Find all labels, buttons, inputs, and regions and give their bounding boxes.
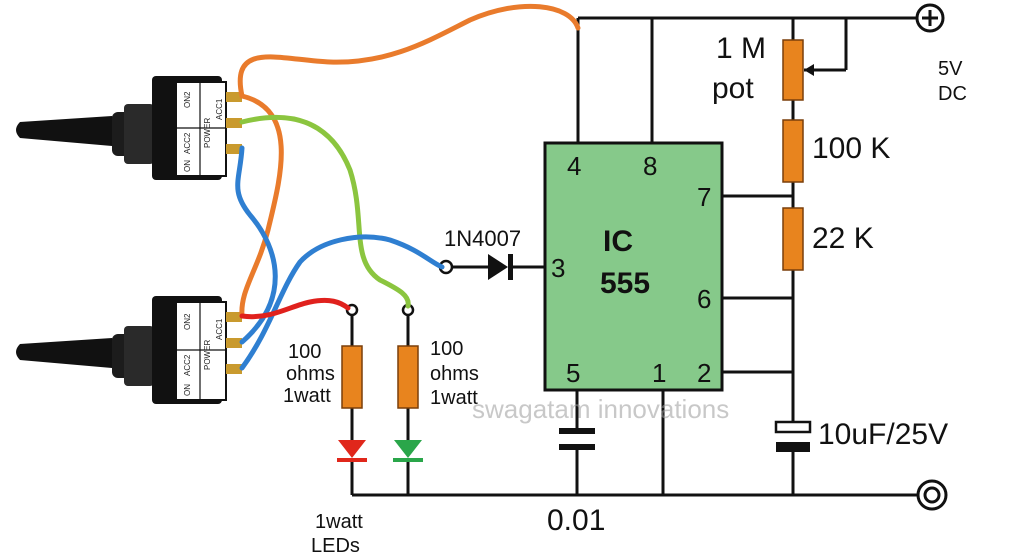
control-capacitor: [559, 428, 595, 450]
pot-wiper-arrow: [804, 64, 814, 76]
resistor-led2: [397, 345, 419, 409]
red-wire: [239, 297, 351, 320]
cap-control-label: 0.01: [547, 504, 605, 537]
toggle-switch-bottom[interactable]: [16, 296, 242, 404]
red-led: [337, 440, 367, 462]
supply-type-label: DC: [938, 83, 967, 105]
orange-wire-supply: [237, 3, 581, 99]
resistor-22k: [782, 207, 804, 271]
ic-number: 555: [600, 267, 650, 300]
pin-4-label: 4: [567, 151, 581, 181]
svg-text:ACC2: ACC2: [183, 354, 192, 376]
toggle-switch-bottom-markings: ON ACC2 POWER ACC1 ON2: [183, 313, 224, 396]
svg-text:POWER: POWER: [203, 118, 212, 148]
pot-1m: [782, 39, 804, 101]
leds-label-line1: 1watt: [315, 511, 363, 533]
r-led1-power: 1watt: [283, 385, 331, 407]
green-wire: [239, 114, 411, 309]
toggle-switch-top[interactable]: [16, 76, 242, 180]
pin-6-label: 6: [697, 284, 711, 314]
svg-text:ON2: ON2: [183, 313, 192, 330]
pot-word-label: pot: [712, 72, 754, 105]
blue-wire-switch-link: [235, 145, 278, 345]
resistor-led1: [341, 345, 363, 409]
pin-2-label: 2: [697, 358, 711, 388]
ic-555-body: [543, 141, 724, 392]
r-led1-value: 100: [288, 341, 321, 363]
diode-label: 1N4007: [444, 226, 521, 251]
pin-3-label: 3: [551, 253, 565, 283]
watermark: swagatam innovations: [472, 394, 729, 424]
r-led2-power: 1watt: [430, 387, 478, 409]
r-led2-value: 100: [430, 338, 463, 360]
circuit-wires: [350, 16, 918, 497]
resistor-100k: [782, 119, 804, 183]
diode-1n4007: [488, 254, 513, 280]
ic-label: IC: [603, 225, 633, 258]
supply-voltage-label: 5V: [938, 58, 963, 80]
r-led1-unit: ohms: [286, 363, 335, 385]
svg-text:ACC1: ACC1: [215, 98, 224, 120]
r-led2-unit: ohms: [430, 363, 479, 385]
cap-timing-label: 10uF/25V: [818, 418, 948, 451]
pin-1-label: 1: [652, 358, 666, 388]
ground-terminal: [916, 479, 948, 511]
r22k-label: 22 K: [812, 222, 874, 255]
toggle-switch-top-markings: ON ACC2 POWER ACC1 ON2: [183, 91, 224, 172]
pin-7-label: 7: [697, 182, 711, 212]
svg-text:ON: ON: [183, 384, 192, 396]
positive-terminal: [915, 3, 945, 33]
svg-text:ACC2: ACC2: [183, 132, 192, 154]
timing-capacitor: [774, 420, 812, 452]
pin-8-label: 8: [643, 151, 657, 181]
blue-wire-diode: [239, 234, 445, 371]
leds-label-line2: LEDs: [311, 535, 360, 557]
svg-text:ON: ON: [183, 160, 192, 172]
svg-text:POWER: POWER: [203, 340, 212, 370]
green-led: [393, 440, 423, 462]
pin-5-label: 5: [566, 358, 580, 388]
svg-text:ON2: ON2: [183, 91, 192, 108]
r100k-label: 100 K: [812, 132, 890, 165]
svg-text:ACC1: ACC1: [215, 318, 224, 340]
pot-value-label: 1 M: [716, 32, 766, 65]
